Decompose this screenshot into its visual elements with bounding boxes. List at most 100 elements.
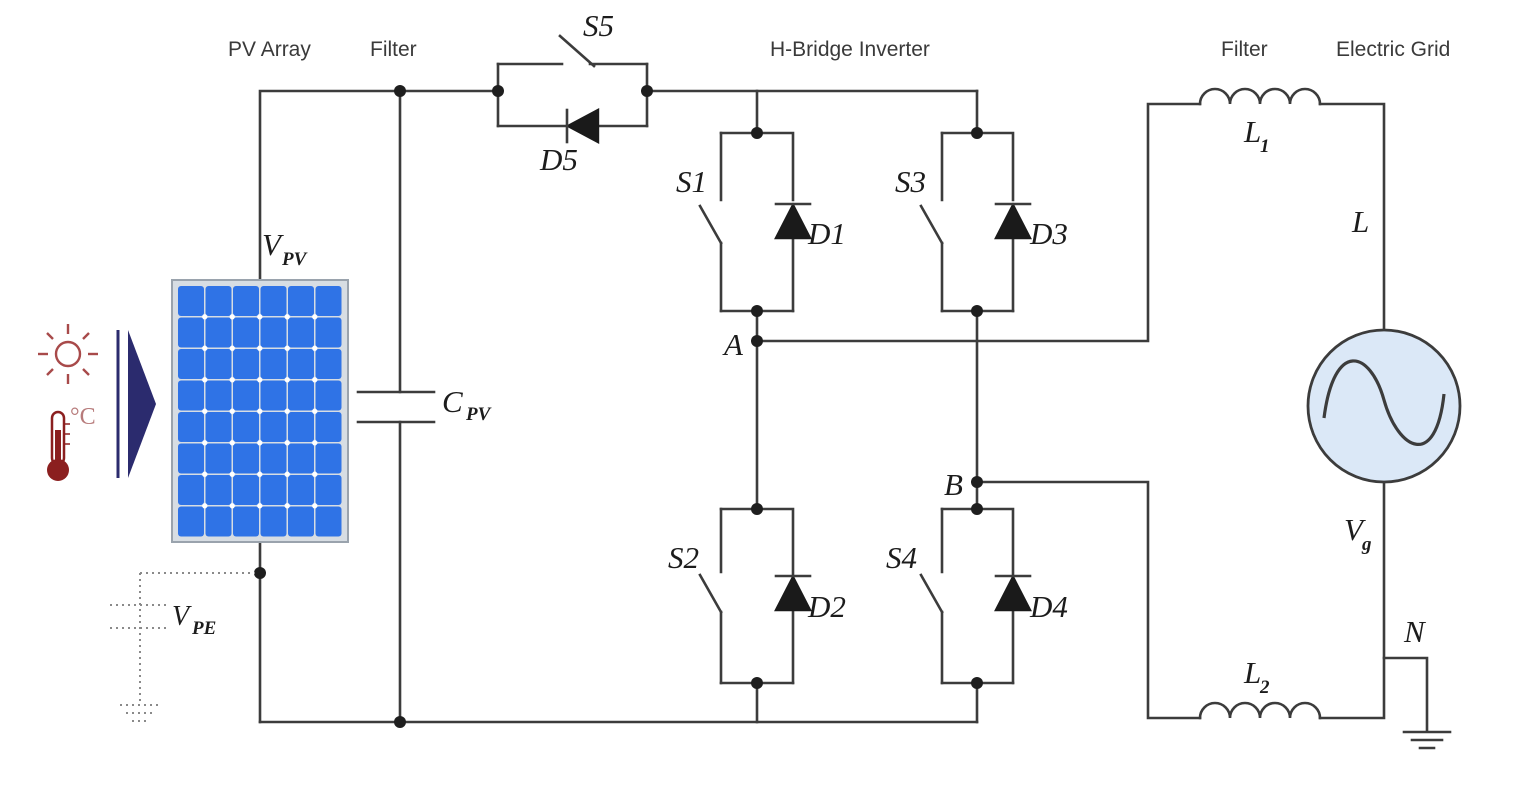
- pv-cell: [205, 443, 232, 474]
- switch-cell-s3: [919, 131, 1032, 313]
- pv-cell: [178, 506, 204, 537]
- pv-cell-junction: [229, 408, 235, 414]
- pv-cell: [178, 475, 204, 505]
- pv-cell: [288, 286, 314, 316]
- pv-cell: [205, 380, 232, 411]
- switch-cell-s1: [698, 131, 812, 313]
- label-vpv-subscript: PV: [281, 249, 308, 270]
- label-l2: L: [1243, 655, 1261, 690]
- pv-cell: [288, 380, 314, 411]
- grid-wiring: [1318, 102, 1452, 750]
- pv-cell: [205, 412, 232, 442]
- pv-cell: [233, 506, 259, 537]
- pv-cell: [205, 349, 232, 379]
- parasitic-ground-branch: [110, 572, 255, 722]
- pv-cell: [288, 506, 314, 537]
- pv-cell-junction: [202, 377, 208, 383]
- label-vg-subscript: g: [1361, 534, 1372, 555]
- irradiance-arrow-icon: [116, 330, 156, 478]
- pv-cell-junction: [229, 440, 235, 446]
- pv-cell-junction: [312, 314, 318, 320]
- pv-cell: [315, 506, 342, 537]
- label-vpe: V: [172, 601, 192, 632]
- pv-cell: [315, 443, 342, 474]
- header-dc-filter: Filter: [370, 38, 417, 61]
- pv-cell-junction: [284, 503, 290, 509]
- grid-ac-source: [1306, 328, 1462, 484]
- switch-cell-s4: [919, 507, 1032, 685]
- pv-cell-junction: [312, 345, 318, 351]
- pv-cell: [260, 443, 287, 474]
- pv-cell-junction: [202, 314, 208, 320]
- pv-cell: [205, 317, 232, 348]
- pv-cell-junction: [202, 440, 208, 446]
- junction-dots: [254, 85, 983, 728]
- label-cpv-subscript: PV: [465, 404, 492, 425]
- pv-cell-junction: [229, 345, 235, 351]
- pv-cell-junction: [312, 440, 318, 446]
- diode-d3: [994, 202, 1032, 240]
- header-h-bridge-inverter: H-Bridge Inverter: [770, 38, 930, 61]
- pv-cell: [288, 349, 314, 379]
- pv-cell: [260, 412, 287, 442]
- label-l1: L: [1243, 114, 1261, 149]
- pv-cell: [315, 412, 342, 442]
- label-temp-unit: °C: [70, 404, 96, 430]
- pv-cell-junction: [284, 440, 290, 446]
- pv-cell: [315, 475, 342, 505]
- pv-cell: [288, 475, 314, 505]
- pv-cell-junction: [284, 408, 290, 414]
- label-d2: D2: [807, 589, 846, 624]
- pv-cell: [233, 475, 259, 505]
- pv-cell: [205, 475, 232, 505]
- pv-cell-junction: [229, 471, 235, 477]
- pv-cell: [315, 317, 342, 348]
- pv-cell: [260, 506, 287, 537]
- pv-cell: [288, 317, 314, 348]
- switch-cell-s2: [698, 507, 812, 685]
- pv-cell-junction: [257, 377, 263, 383]
- label-line-l: L: [1351, 204, 1369, 239]
- pv-cell: [288, 443, 314, 474]
- pv-cell: [178, 380, 204, 411]
- label-vg: V: [1344, 512, 1366, 547]
- pv-cell: [260, 380, 287, 411]
- pv-cell: [178, 412, 204, 442]
- pv-cell-junction: [229, 503, 235, 509]
- label-d4: D4: [1029, 589, 1068, 624]
- pv-cell-junction: [202, 408, 208, 414]
- pv-cell-junction: [202, 503, 208, 509]
- header-electric-grid: Electric Grid: [1336, 38, 1450, 61]
- dc-bus-wiring: [258, 89, 979, 724]
- label-s2: S2: [668, 540, 699, 575]
- pv-cell-junction: [312, 503, 318, 509]
- pv-cell: [260, 349, 287, 379]
- pv-cell-junction: [229, 377, 235, 383]
- header-ac-filter: Filter: [1221, 38, 1268, 61]
- pv-cell-junction: [284, 345, 290, 351]
- pv-cell-junction: [257, 408, 263, 414]
- label-d1: D1: [807, 216, 846, 251]
- pv-cell: [178, 286, 204, 316]
- capacitor-cpv: [356, 390, 436, 424]
- label-vpv: V: [262, 227, 284, 262]
- thermometer-icon: [47, 410, 70, 481]
- pv-cell-junction: [284, 471, 290, 477]
- pv-cell: [178, 349, 204, 379]
- pv-cell: [233, 349, 259, 379]
- label-l1-subscript: 1: [1260, 136, 1270, 157]
- pv-cell-junction: [312, 408, 318, 414]
- inductor-l1: [1198, 87, 1322, 106]
- pv-cell: [315, 380, 342, 411]
- pv-cell: [260, 286, 287, 316]
- pv-cell-junction: [257, 314, 263, 320]
- label-s4: S4: [886, 540, 917, 575]
- pv-cell-junction: [257, 345, 263, 351]
- switch-s5-blade: [558, 34, 596, 68]
- pv-cell-junction: [229, 314, 235, 320]
- pv-cell: [233, 286, 259, 316]
- pv-cell-junction: [257, 471, 263, 477]
- pv-cell-junction: [257, 503, 263, 509]
- pv-cell-junction: [202, 345, 208, 351]
